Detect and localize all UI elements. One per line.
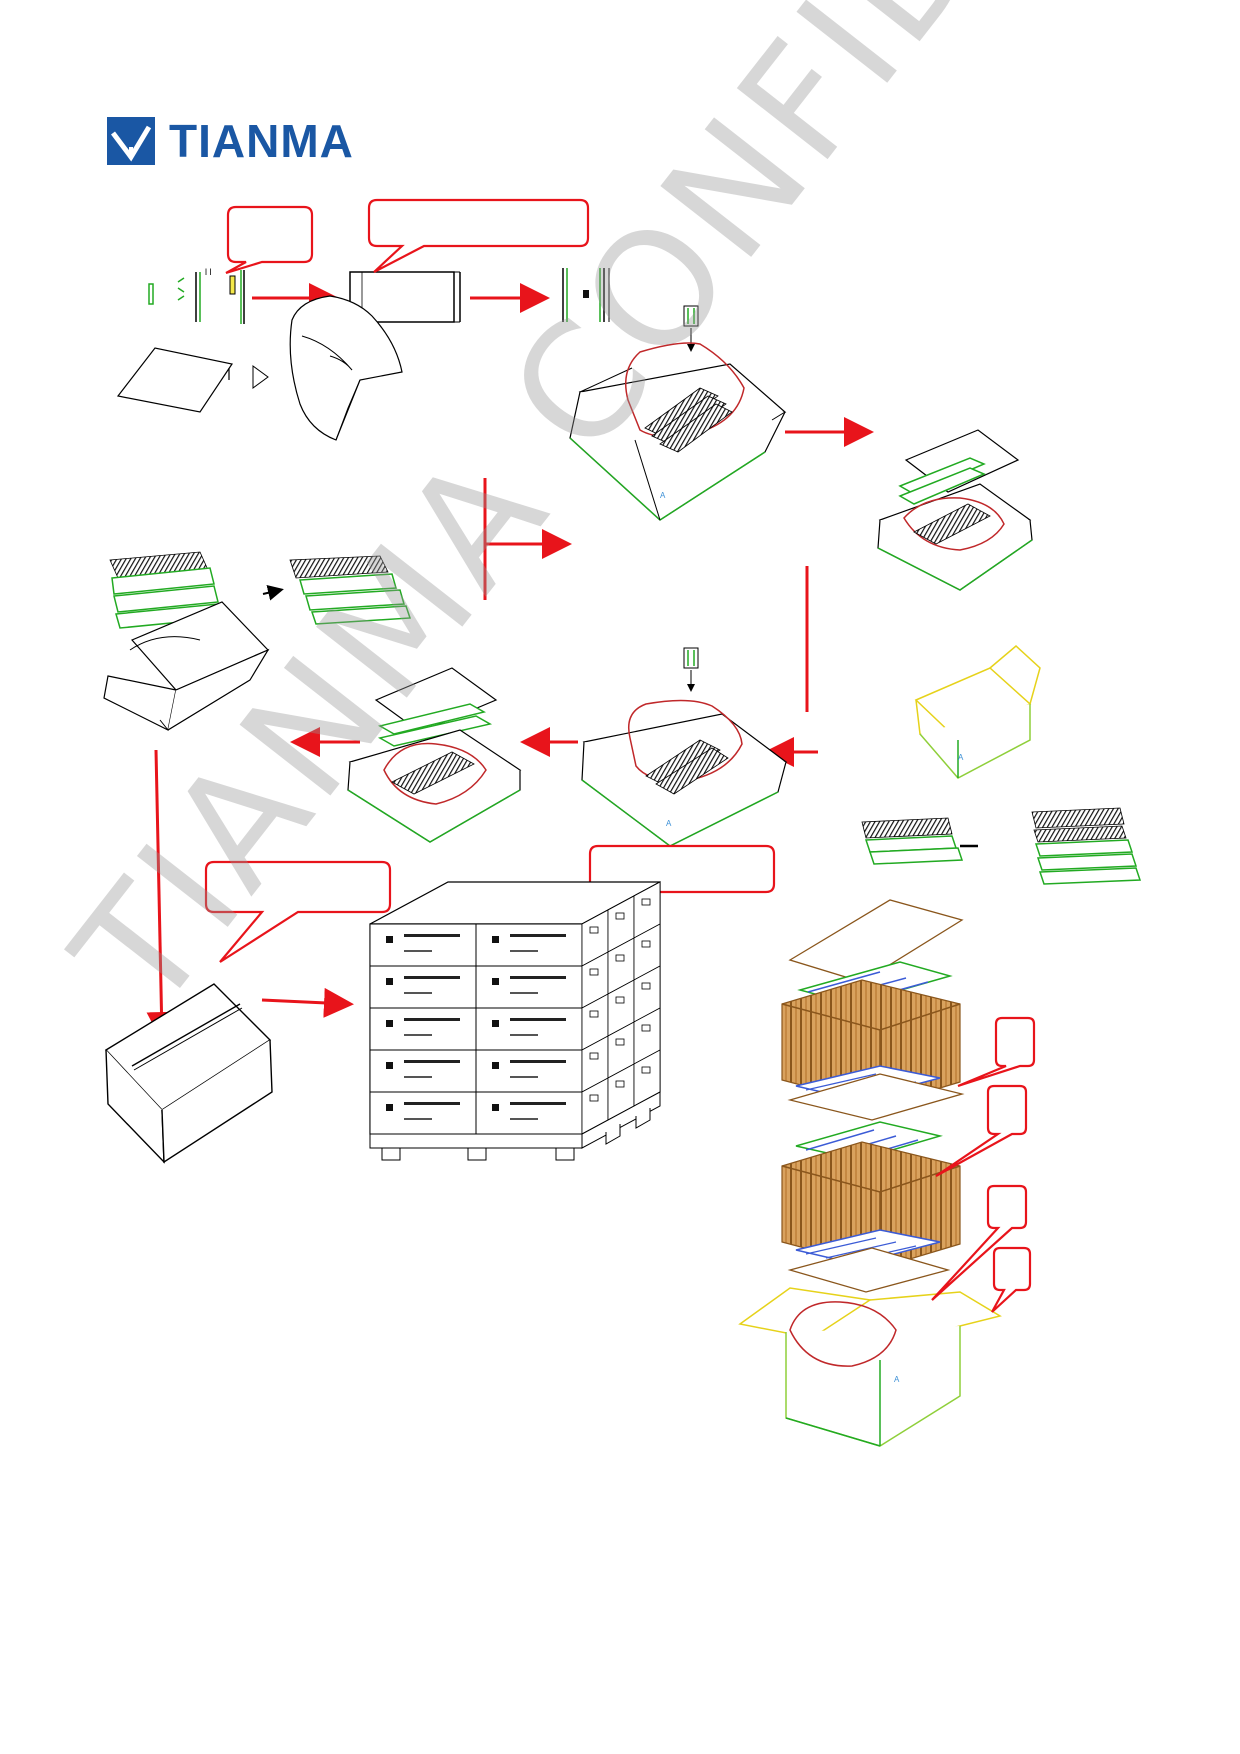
pallet-front-face (369, 923, 583, 1135)
flat-sheet (116, 347, 269, 413)
tianma-logo: TIANMA (107, 116, 354, 166)
pallet-carton-face (369, 965, 477, 1009)
pallet-side-carton (633, 1007, 661, 1065)
pallet-carton-face (475, 1049, 583, 1093)
tianma-logo-text: TIANMA (169, 115, 354, 167)
step5-open-box: A (581, 699, 788, 847)
step2-module-stack (644, 387, 733, 453)
svg-text:A: A (894, 1375, 900, 1384)
pallet-stack (369, 880, 661, 1161)
callout-bubble-1 (225, 205, 314, 275)
bracket-arrow (483, 478, 572, 600)
open-bag (289, 295, 403, 441)
down-arrow-to-carton (146, 749, 177, 1042)
pallet-side-carton (607, 1021, 635, 1079)
bottom-carton: A (738, 1287, 1002, 1447)
callout-bubble-7 (931, 1184, 1028, 1301)
module-group-b (1031, 807, 1142, 885)
step4-module-group (289, 555, 412, 625)
pallet-carton-face (475, 923, 583, 967)
step1-modules: l l (148, 267, 245, 324)
empty-carton: A (914, 645, 1041, 779)
svg-text:l l: l l (205, 267, 212, 277)
step4-small-arrow (262, 584, 284, 601)
pallet-carton-face (369, 923, 477, 967)
step4-stack-and-box (103, 551, 270, 731)
step2-open-box: A (569, 342, 787, 521)
callout-bubble-3 (204, 860, 392, 963)
step2-insert-indicator (683, 305, 699, 352)
svg-text:A: A (666, 819, 672, 828)
svg-text:A: A (958, 753, 964, 762)
pallet-carton-face (369, 1049, 477, 1093)
pallet-carton-face (475, 965, 583, 1009)
sealed-carton (104, 983, 273, 1164)
svg-text:A: A (660, 491, 666, 500)
callout-bubble-2 (367, 198, 590, 273)
step4-module-stack (109, 551, 223, 629)
step3-box-with-layers (877, 429, 1033, 591)
callout-bubble-8 (991, 1246, 1032, 1313)
pallet-side-carton (633, 1049, 661, 1107)
callout-bubble-6 (935, 1084, 1028, 1177)
pallet-carton-face (475, 1007, 583, 1051)
pallet-carton-face (369, 1007, 477, 1051)
step5-insert-indicator (683, 647, 699, 692)
carton-to-pallet-arrow (261, 987, 354, 1018)
pallet-carton-face (475, 1091, 583, 1135)
exploded-carton-view: A (738, 899, 1002, 1447)
callout-bubble-5 (957, 1016, 1036, 1088)
step6-box-with-layers (347, 667, 522, 843)
pallet-side-face (581, 881, 661, 1135)
bagged-modules (562, 268, 610, 322)
tianma-logo-mark (107, 117, 155, 165)
pallet-carton-face (369, 1091, 477, 1135)
lower-tray-bottom (795, 1229, 941, 1265)
module-group-a (861, 817, 978, 865)
